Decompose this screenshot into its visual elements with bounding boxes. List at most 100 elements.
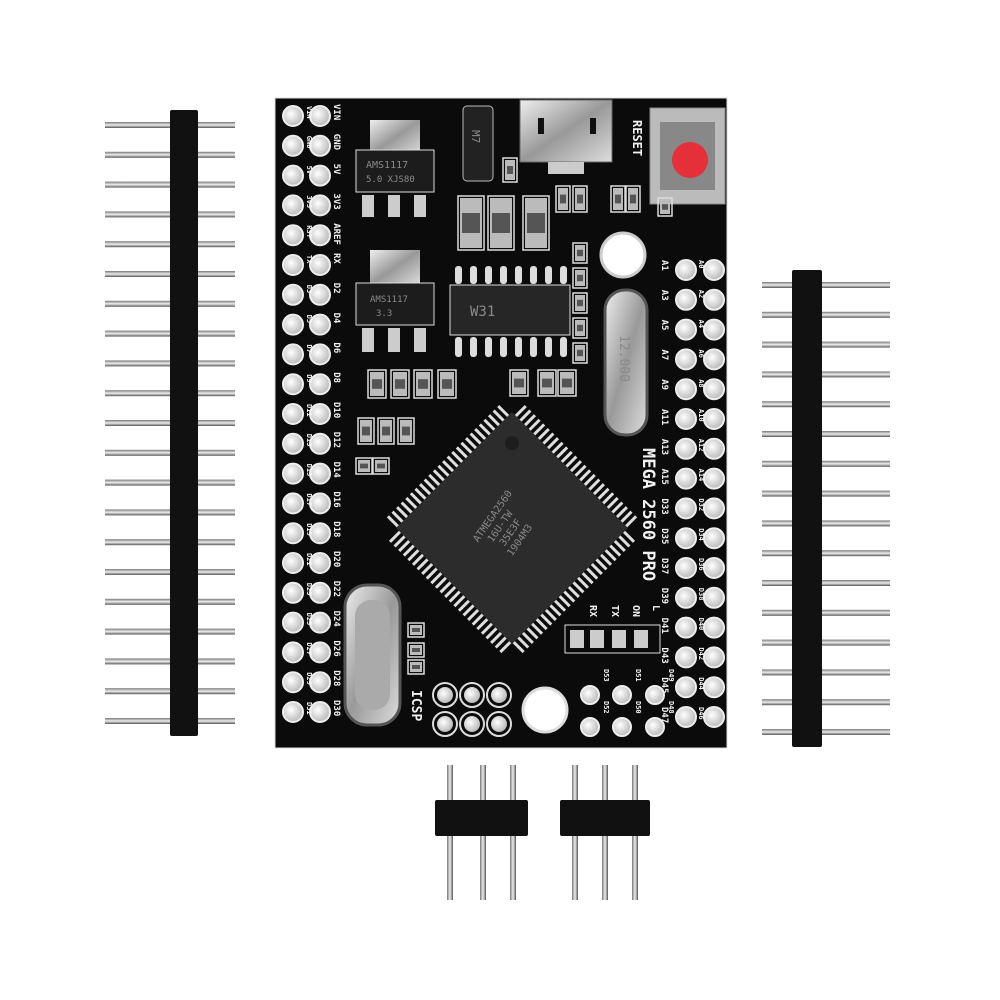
pin-hole (282, 701, 304, 723)
pin-holes (282, 105, 725, 737)
pin-label: VIN (331, 104, 341, 120)
pin-label: D11 (305, 404, 313, 417)
pin-label: D10 (331, 402, 341, 418)
mcu-pin (460, 441, 474, 456)
pin-label: D50 (634, 701, 642, 714)
reset-button[interactable] (649, 107, 726, 205)
led-label-l: L (650, 605, 661, 611)
icsp-header[interactable] (432, 682, 512, 737)
pin-hole (675, 467, 697, 490)
pin-hole (612, 685, 632, 705)
pin-hole (703, 557, 725, 579)
header-pin (762, 341, 890, 348)
smd-outline (372, 457, 390, 475)
header-plastic (560, 800, 650, 836)
mcu-pin (441, 460, 456, 474)
smd-outline (572, 185, 588, 213)
pin-hole (282, 313, 304, 336)
pin-hole (282, 343, 304, 366)
reset-button-cap[interactable] (672, 142, 708, 178)
header-pin (762, 550, 890, 557)
mounting-hole (521, 686, 569, 734)
pin-hole (309, 611, 331, 634)
pin-hole (703, 378, 725, 401)
pin-label: D8 (331, 372, 341, 383)
header-pin (762, 311, 890, 318)
smd-outline (357, 417, 375, 445)
pin-label: D46 (697, 707, 705, 720)
pin-label: D44 (697, 677, 705, 690)
pin-label: D52 (602, 701, 610, 714)
smd-outline (355, 457, 373, 475)
pin-hole (703, 616, 725, 639)
smd-outline (555, 185, 571, 213)
smd-outline (557, 369, 577, 397)
pin-label: D22 (331, 581, 341, 597)
icsp-label: ICSP (408, 690, 423, 721)
pin-hole (703, 259, 725, 281)
pin-label: D5 (305, 315, 313, 323)
mcu-pin (586, 478, 601, 492)
regulator2-marking-2: 3.3 (376, 309, 392, 319)
pin-hole (703, 318, 725, 341)
mcu-pin (591, 483, 605, 497)
pin-hole (309, 283, 331, 306)
pin-hole (675, 676, 697, 699)
pin-label: D45 (659, 677, 669, 693)
smd-outline (625, 185, 641, 213)
pin-hole (309, 254, 331, 276)
mcu-pin (448, 589, 463, 603)
pin-hole (309, 194, 331, 217)
pin-hole (282, 105, 304, 127)
pin-label: AREF (331, 223, 341, 245)
mcu-pin (603, 547, 617, 562)
mcu-pin (485, 625, 499, 640)
mcu-pin (428, 473, 442, 488)
smd-body (402, 426, 410, 436)
mcu-pin (462, 602, 476, 617)
pin-hole (282, 224, 304, 247)
mcu-pin (483, 418, 497, 433)
pin-label: A3 (659, 290, 669, 301)
pin-label: RX (331, 253, 341, 264)
pin-hole (309, 581, 331, 604)
chip-pin (530, 337, 537, 357)
smd-body (360, 463, 368, 469)
mcu-pin (432, 469, 447, 483)
pin-hole (675, 497, 697, 520)
icsp-pin-hole (491, 716, 507, 732)
pin-hole (309, 701, 331, 723)
pin-label: A2 (697, 290, 705, 298)
mcu-pin (464, 437, 479, 451)
header-pin (762, 401, 890, 408)
mcu-pin (619, 510, 633, 525)
pin-label: D28 (331, 670, 341, 686)
pin-hole (675, 288, 697, 311)
smd-body (377, 463, 385, 469)
smd-body (412, 628, 420, 632)
pin-hole (703, 706, 725, 728)
pin-label: D13 (305, 434, 313, 447)
pin-hole (282, 611, 304, 634)
pin-hole (282, 671, 304, 694)
mcu-pin (400, 501, 415, 515)
mcu-pin (607, 543, 622, 557)
pin-label: A11 (659, 409, 669, 425)
pin-hole (703, 408, 725, 430)
icsp-pin-hole (491, 687, 507, 703)
pin-label: D26 (331, 640, 341, 656)
pin-label: A7 (659, 349, 669, 360)
mcu-pin (511, 639, 525, 654)
mcu-pin (469, 432, 484, 446)
mcu-pin (584, 566, 599, 580)
mcu-pin (446, 455, 461, 469)
header-plastic (792, 270, 822, 747)
smd-outline (407, 642, 425, 658)
mcu-pin (566, 584, 580, 599)
crystal-marking: 12.000 (616, 335, 631, 382)
mcu-pin (573, 464, 587, 479)
icsp-pad-ring (459, 711, 485, 737)
pin-labels: VINVINGNDGND5V5V3V33V3AREFRSTRXTXD2D3D4D… (305, 104, 705, 723)
header-pin (762, 609, 890, 616)
icsp-pad-ring (486, 682, 512, 708)
